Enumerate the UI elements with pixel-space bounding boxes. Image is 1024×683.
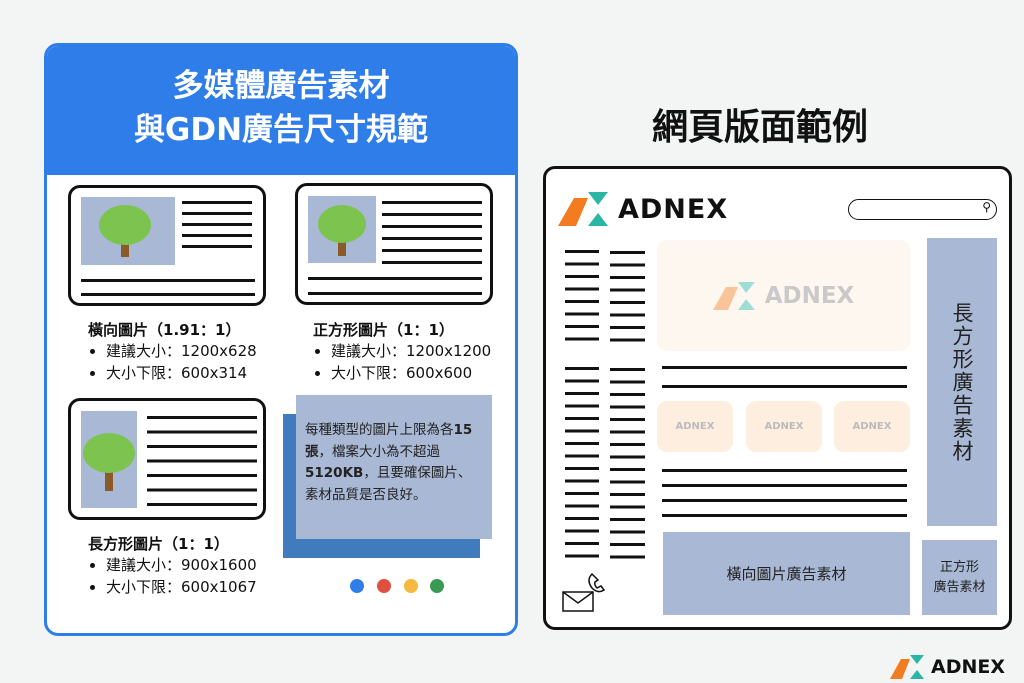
square-mockup [295,183,493,305]
format-label: 長方形圖片（1：1） [88,535,229,553]
format-portrait: 長方形圖片（1：1） 建議大小：900x1600大小下限：600x1067 [88,533,257,598]
small-ad-placeholder: ADNEX [834,401,910,452]
layout-example-title: 網頁版面範例 [651,107,868,148]
recommended-size: 建議大小：900x1600 [106,554,257,576]
search-icon[interactable]: ⚲ [982,200,991,214]
title-line-2: 與GDN廣告尺寸規範 [133,112,429,148]
tree-image [81,411,137,508]
yellow-dot [404,579,418,593]
format-label: 橫向圖片（1.91：1） [88,321,241,339]
search-input[interactable]: ⚲ [848,199,997,220]
nav-lines [610,368,645,568]
format-square: 正方形圖片（1：1） 建議大小：1200x1200大小下限：600x600 [313,319,491,384]
upload-limit-note: 每種類型的圖片上限為各15張，檔案大小為不超過5120KB，且要確保圖片、素材品… [296,395,492,539]
small-ad-placeholder: ADNEX [746,401,822,452]
vertical-ad-block: 長方形廣告素材 [927,238,997,526]
minimum-size: 大小下限：600x600 [331,362,491,384]
tree-image [81,197,175,265]
minimum-size: 大小下限：600x314 [106,362,257,384]
hero-ad-placeholder: ADNEX [657,240,910,351]
nav-lines [565,367,599,567]
horizontal-ad-block: 橫向圖片廣告素材 [663,532,910,615]
red-dot [377,579,391,593]
nav-lines [610,251,645,343]
footer-logo: ADNEX [890,655,1005,679]
content-lines [662,366,907,388]
small-ad-placeholder: ADNEX [657,401,733,452]
text-lines [81,279,255,299]
adnex-logo: ADNEX [558,192,728,226]
recommended-size: 建議大小：1200x1200 [331,340,491,362]
text-lines [308,277,482,297]
logo-text: ADNEX [931,656,1006,678]
minimum-size: 大小下限：600x1067 [106,576,257,598]
logo-text: ADNEX [618,193,729,225]
tree-icon [318,205,366,256]
recommended-size: 建議大小：1200x628 [106,340,257,362]
card-header: 多媒體廣告素材 與GDN廣告尺寸規範 [47,46,515,175]
content-lines [662,469,907,519]
title-line-1: 多媒體廣告素材 [172,68,390,104]
ad-spec-card: 多媒體廣告素材 與GDN廣告尺寸規範 [44,43,518,636]
logo-text: ADNEX [764,282,855,309]
adnex-logo-icon [712,281,755,310]
mail-phone-icon [562,572,606,612]
blue-dot [350,579,364,593]
square-ad-label: 廣告素材 [933,579,986,595]
text-lines [382,201,482,265]
text-lines [147,416,257,508]
green-dot [430,579,444,593]
square-ad-label: 正方形 [939,559,979,575]
tree-icon [99,205,151,257]
landscape-mockup [68,185,266,306]
tree-image [308,196,376,263]
format-label: 正方形圖片（1：1） [313,321,454,339]
text-lines [182,201,252,249]
format-landscape: 橫向圖片（1.91：1） 建議大小：1200x628大小下限：600x314 [88,319,257,384]
square-ad-block: 正方形 廣告素材 [922,540,997,615]
adnex-logo-icon [890,655,924,679]
nav-lines [565,250,599,342]
portrait-mockup [68,398,266,520]
adnex-logo-icon [558,192,608,226]
tree-icon [83,433,135,491]
